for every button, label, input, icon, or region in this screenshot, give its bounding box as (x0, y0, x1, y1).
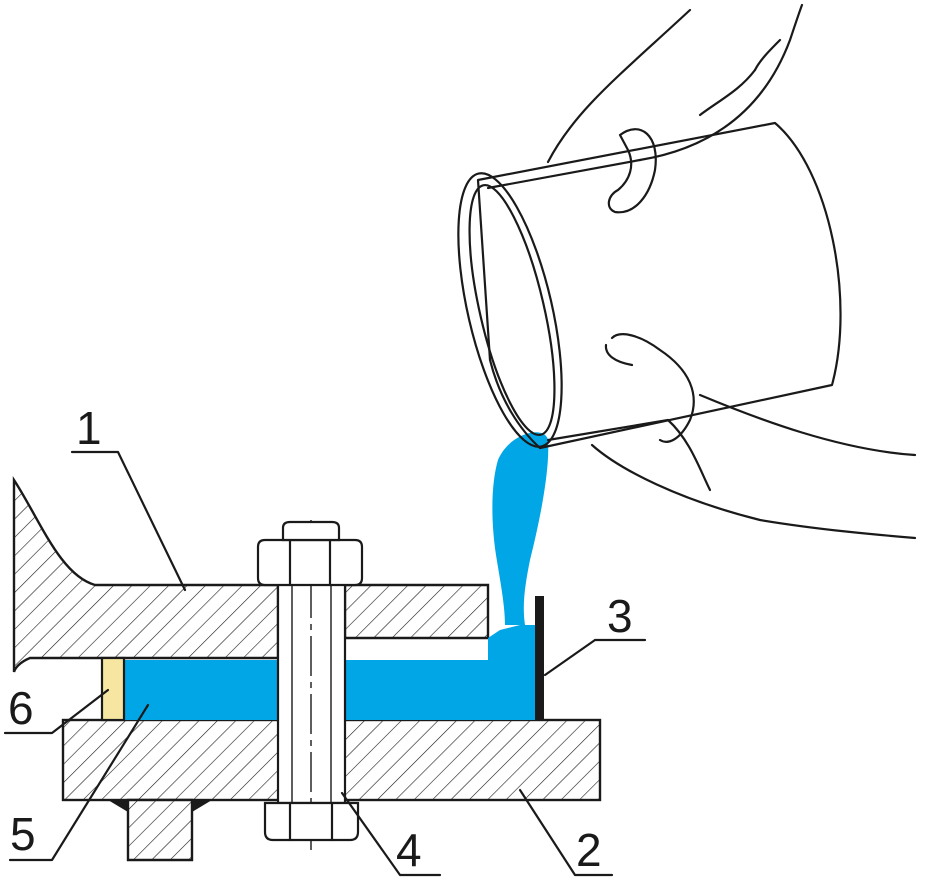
hand-lower (590, 333, 917, 540)
shim-strip (100, 656, 126, 722)
label-3: 3 (607, 590, 633, 642)
support-post (126, 798, 194, 862)
weld-seam-right (192, 800, 212, 812)
label-5: 5 (10, 808, 36, 860)
weld-seam-left (108, 800, 128, 812)
leader-lines (3, 450, 647, 877)
bolt-tip (281, 520, 341, 542)
label-6: 6 (8, 682, 34, 734)
pouring-pot (457, 121, 842, 450)
grout-stream (492, 432, 549, 625)
label-2: 2 (576, 824, 602, 876)
label-4: 4 (396, 824, 422, 876)
label-1: 1 (76, 402, 102, 454)
grout-compound (124, 625, 535, 720)
bolt-top-nut (256, 538, 364, 587)
bolt-bottom-nut (263, 801, 360, 842)
formwork-plate (535, 596, 544, 720)
hand-upper (546, 3, 804, 214)
machine-housing (12, 475, 490, 673)
